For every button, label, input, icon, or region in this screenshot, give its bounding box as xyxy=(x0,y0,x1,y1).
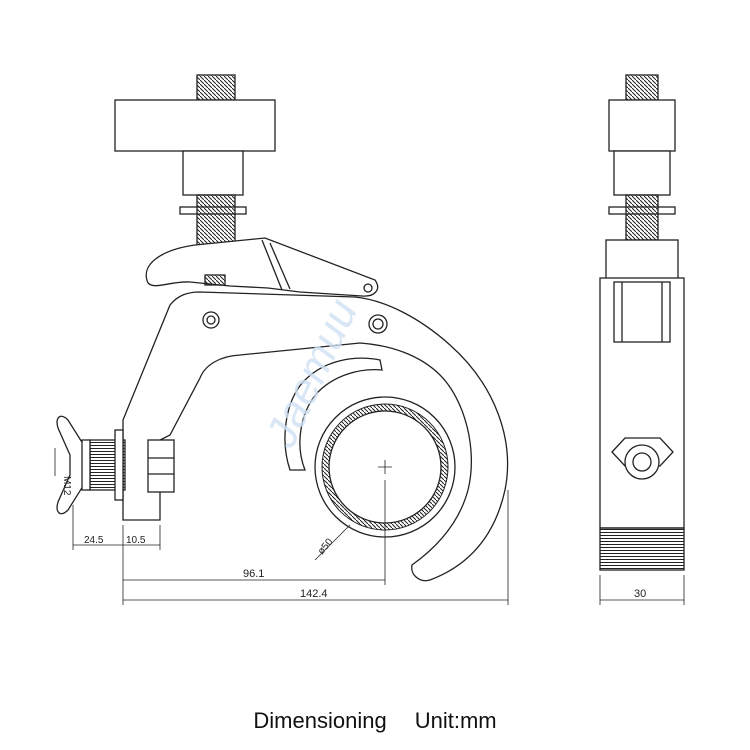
clamp-technical-drawing: 24.5 10.5 96.1 142.4 ø50 M12 Jaemuu 30 xyxy=(54,74,685,605)
dim-side-width: 30 xyxy=(634,588,646,600)
side-top-thread xyxy=(625,74,659,101)
front-view xyxy=(56,74,509,582)
dim-wing-bolt-offset: 24.5 xyxy=(84,535,104,546)
pivot-hole-right xyxy=(368,314,388,334)
front-dimensions xyxy=(54,448,509,605)
hex-nut xyxy=(147,439,175,493)
dim-overall-width: 142.4 xyxy=(300,588,328,600)
side-lower-thread xyxy=(625,194,659,241)
dim-nut-width: 10.5 xyxy=(126,535,146,546)
caption-unit: Unit:mm xyxy=(414,708,497,733)
pivot-hole-left xyxy=(202,311,220,329)
caption: Dimensioning Unit:mm xyxy=(0,708,750,734)
dim-tube-diameter: ø50 xyxy=(316,536,336,557)
side-lever xyxy=(605,239,679,283)
side-jaw-pad xyxy=(599,527,685,571)
top-plate xyxy=(114,99,276,152)
lower-thread-stud xyxy=(196,194,236,246)
top-thread-stud xyxy=(196,74,236,101)
inner-jaw xyxy=(284,357,383,471)
tube-center-mark xyxy=(378,460,392,474)
clamp-body xyxy=(122,291,509,582)
side-dimensions xyxy=(599,575,685,605)
spigot xyxy=(182,150,244,196)
wing-nut xyxy=(56,415,91,515)
lever-arm xyxy=(145,237,379,297)
dim-thread-size: M12 xyxy=(61,476,72,496)
side-spigot xyxy=(613,150,671,196)
side-top-plate xyxy=(608,99,676,152)
side-view xyxy=(599,74,685,571)
caption-title: Dimensioning xyxy=(253,708,387,733)
dim-center-offset: 96.1 xyxy=(243,568,264,580)
